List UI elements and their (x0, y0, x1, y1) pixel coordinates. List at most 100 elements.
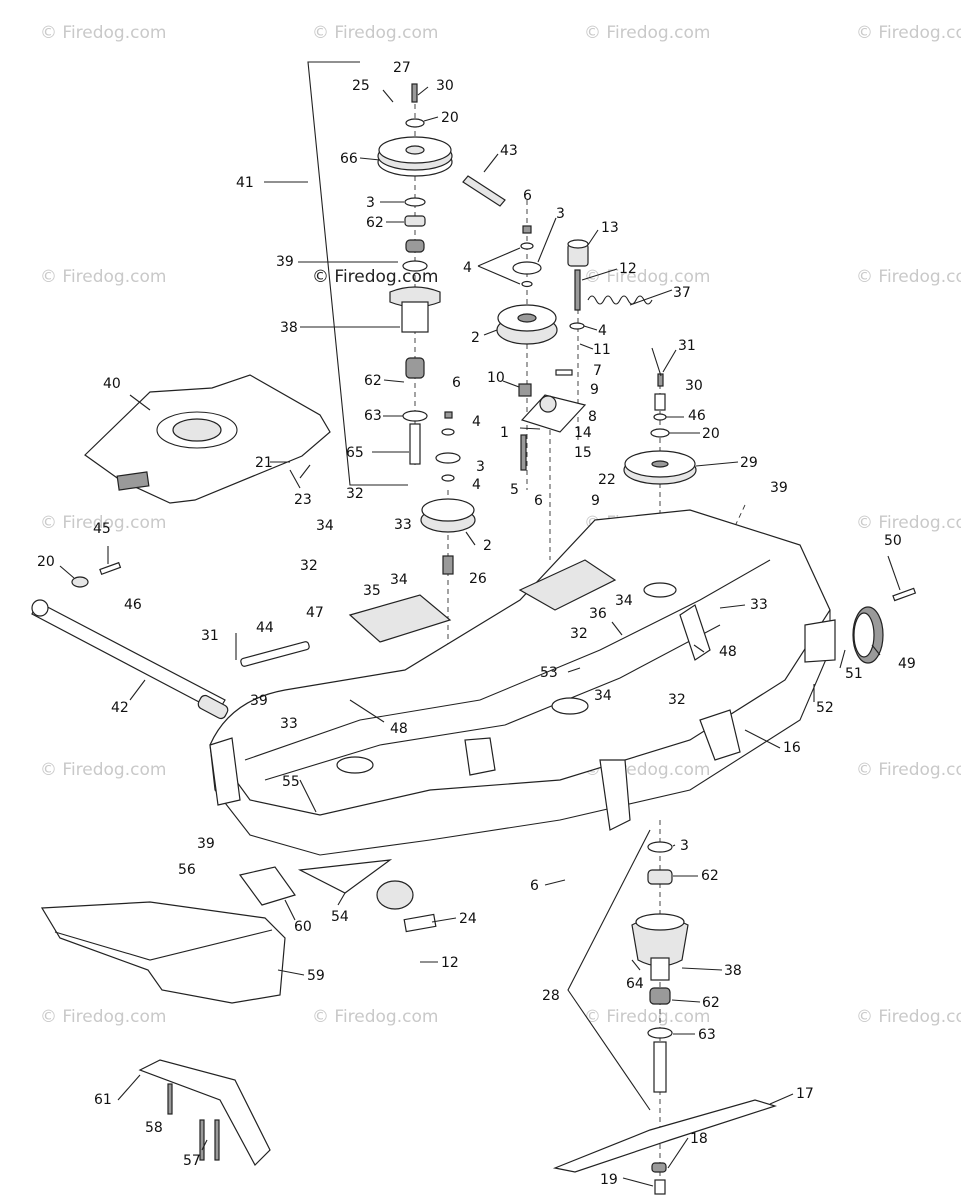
callout-35: 35 (363, 583, 381, 599)
deck-spindle-hole-center (551, 697, 589, 715)
nut-6 (522, 225, 532, 234)
callout-18: 18 (690, 1131, 708, 1147)
callout-57: 57 (183, 1153, 201, 1169)
leader (537, 217, 557, 263)
washer-63b (647, 1027, 673, 1039)
leader (579, 343, 594, 350)
watermark: © Firedog.com (584, 23, 710, 43)
washer-46 (653, 413, 667, 421)
washer-20c (71, 576, 89, 588)
bolt-19 (654, 1179, 666, 1195)
deck-top (209, 509, 831, 816)
deck-inner-channel (244, 559, 771, 761)
bushing-10 (518, 383, 532, 397)
callout-30: 30 (436, 78, 454, 94)
leader (744, 729, 781, 749)
callout-38: 38 (724, 963, 742, 979)
callout-19: 19 (600, 1172, 618, 1188)
watermark: © Firedog.com (856, 23, 961, 43)
nut-6b (444, 411, 453, 419)
leader (672, 844, 676, 847)
callout-33: 33 (750, 597, 768, 613)
bolt-12 (574, 269, 581, 311)
bolt-50 (892, 587, 917, 602)
bumper-13-top (567, 239, 589, 249)
leader (871, 644, 881, 656)
callout-62: 62 (702, 995, 720, 1011)
spindle-shaft-lower (650, 957, 670, 981)
callout-56: 56 (178, 862, 196, 878)
callout-2: 2 (483, 538, 492, 554)
idler-pulley-2b-top (421, 498, 475, 522)
anti-scalp-assembly (297, 859, 437, 933)
callout-27: 27 (393, 60, 411, 76)
callout-26: 26 (469, 571, 487, 587)
leader (681, 967, 723, 971)
spindle-body (401, 301, 429, 333)
bearing-62d (649, 987, 671, 1005)
spacer-3b (512, 261, 542, 275)
callout-40: 40 (103, 376, 121, 392)
leader (117, 1074, 141, 1101)
roller-24 (376, 880, 414, 910)
spacer-3 (404, 197, 426, 207)
leader (651, 347, 662, 377)
pulley-29-hub (651, 460, 669, 468)
plate-54 (297, 859, 393, 894)
belt-43 (462, 175, 506, 207)
watermark: © Firedog.com (856, 1007, 961, 1027)
callout-62: 62 (364, 373, 382, 389)
washer-4b (521, 280, 533, 288)
callout-29: 29 (740, 455, 758, 471)
link-44 (240, 641, 310, 667)
callout-52: 52 (816, 700, 834, 716)
callout-34: 34 (390, 572, 408, 588)
discharge-chute-59 (40, 866, 296, 1166)
leader (581, 268, 618, 281)
leader (667, 1137, 689, 1169)
washer-20 (405, 118, 425, 128)
callout-20: 20 (441, 110, 459, 126)
leader (129, 394, 151, 411)
leader (567, 667, 581, 673)
chute-body (40, 901, 286, 1004)
upper-spindle-assembly (377, 83, 453, 465)
bolt-57 (199, 1119, 205, 1161)
gauge-wheel-49 (852, 587, 917, 664)
bolt-57b (214, 1119, 220, 1161)
callout-12: 12 (441, 955, 459, 971)
leader (477, 265, 521, 285)
watermark: © Firedog.com (856, 513, 961, 533)
deck-spindle-hole-right (643, 582, 677, 598)
callout-8: 8 (588, 409, 597, 425)
bumper-and-spring (567, 239, 653, 330)
callout-46: 46 (688, 408, 706, 424)
callout-38: 38 (280, 320, 298, 336)
watermark: © Firedog.com (312, 1007, 438, 1027)
callout-3: 3 (366, 195, 375, 211)
leader (423, 116, 439, 122)
deck-bracket-48 (679, 604, 711, 661)
bolt-45 (99, 561, 122, 576)
watermark: © Firedog.com (40, 267, 166, 287)
washer-4e (441, 474, 455, 482)
callout-4: 4 (472, 414, 481, 430)
callout-13: 13 (601, 220, 619, 236)
mower-deck-16 (209, 509, 836, 856)
leader (477, 247, 521, 267)
leader (622, 1177, 654, 1187)
idler-arm-1 (520, 394, 587, 433)
callout-33: 33 (394, 517, 412, 533)
deck-skirt (209, 610, 831, 856)
leader (299, 779, 317, 813)
callout-31: 31 (678, 338, 696, 354)
bracket-28 (567, 829, 651, 1111)
callout-66: 66 (340, 151, 358, 167)
belt-cover-hub (172, 418, 222, 442)
leader (277, 969, 305, 976)
watermark: © Firedog.com (40, 513, 166, 533)
idler-assembly (496, 225, 587, 471)
callout-21: 21 (255, 455, 273, 471)
washer-4d (441, 428, 455, 436)
leader (544, 879, 566, 886)
